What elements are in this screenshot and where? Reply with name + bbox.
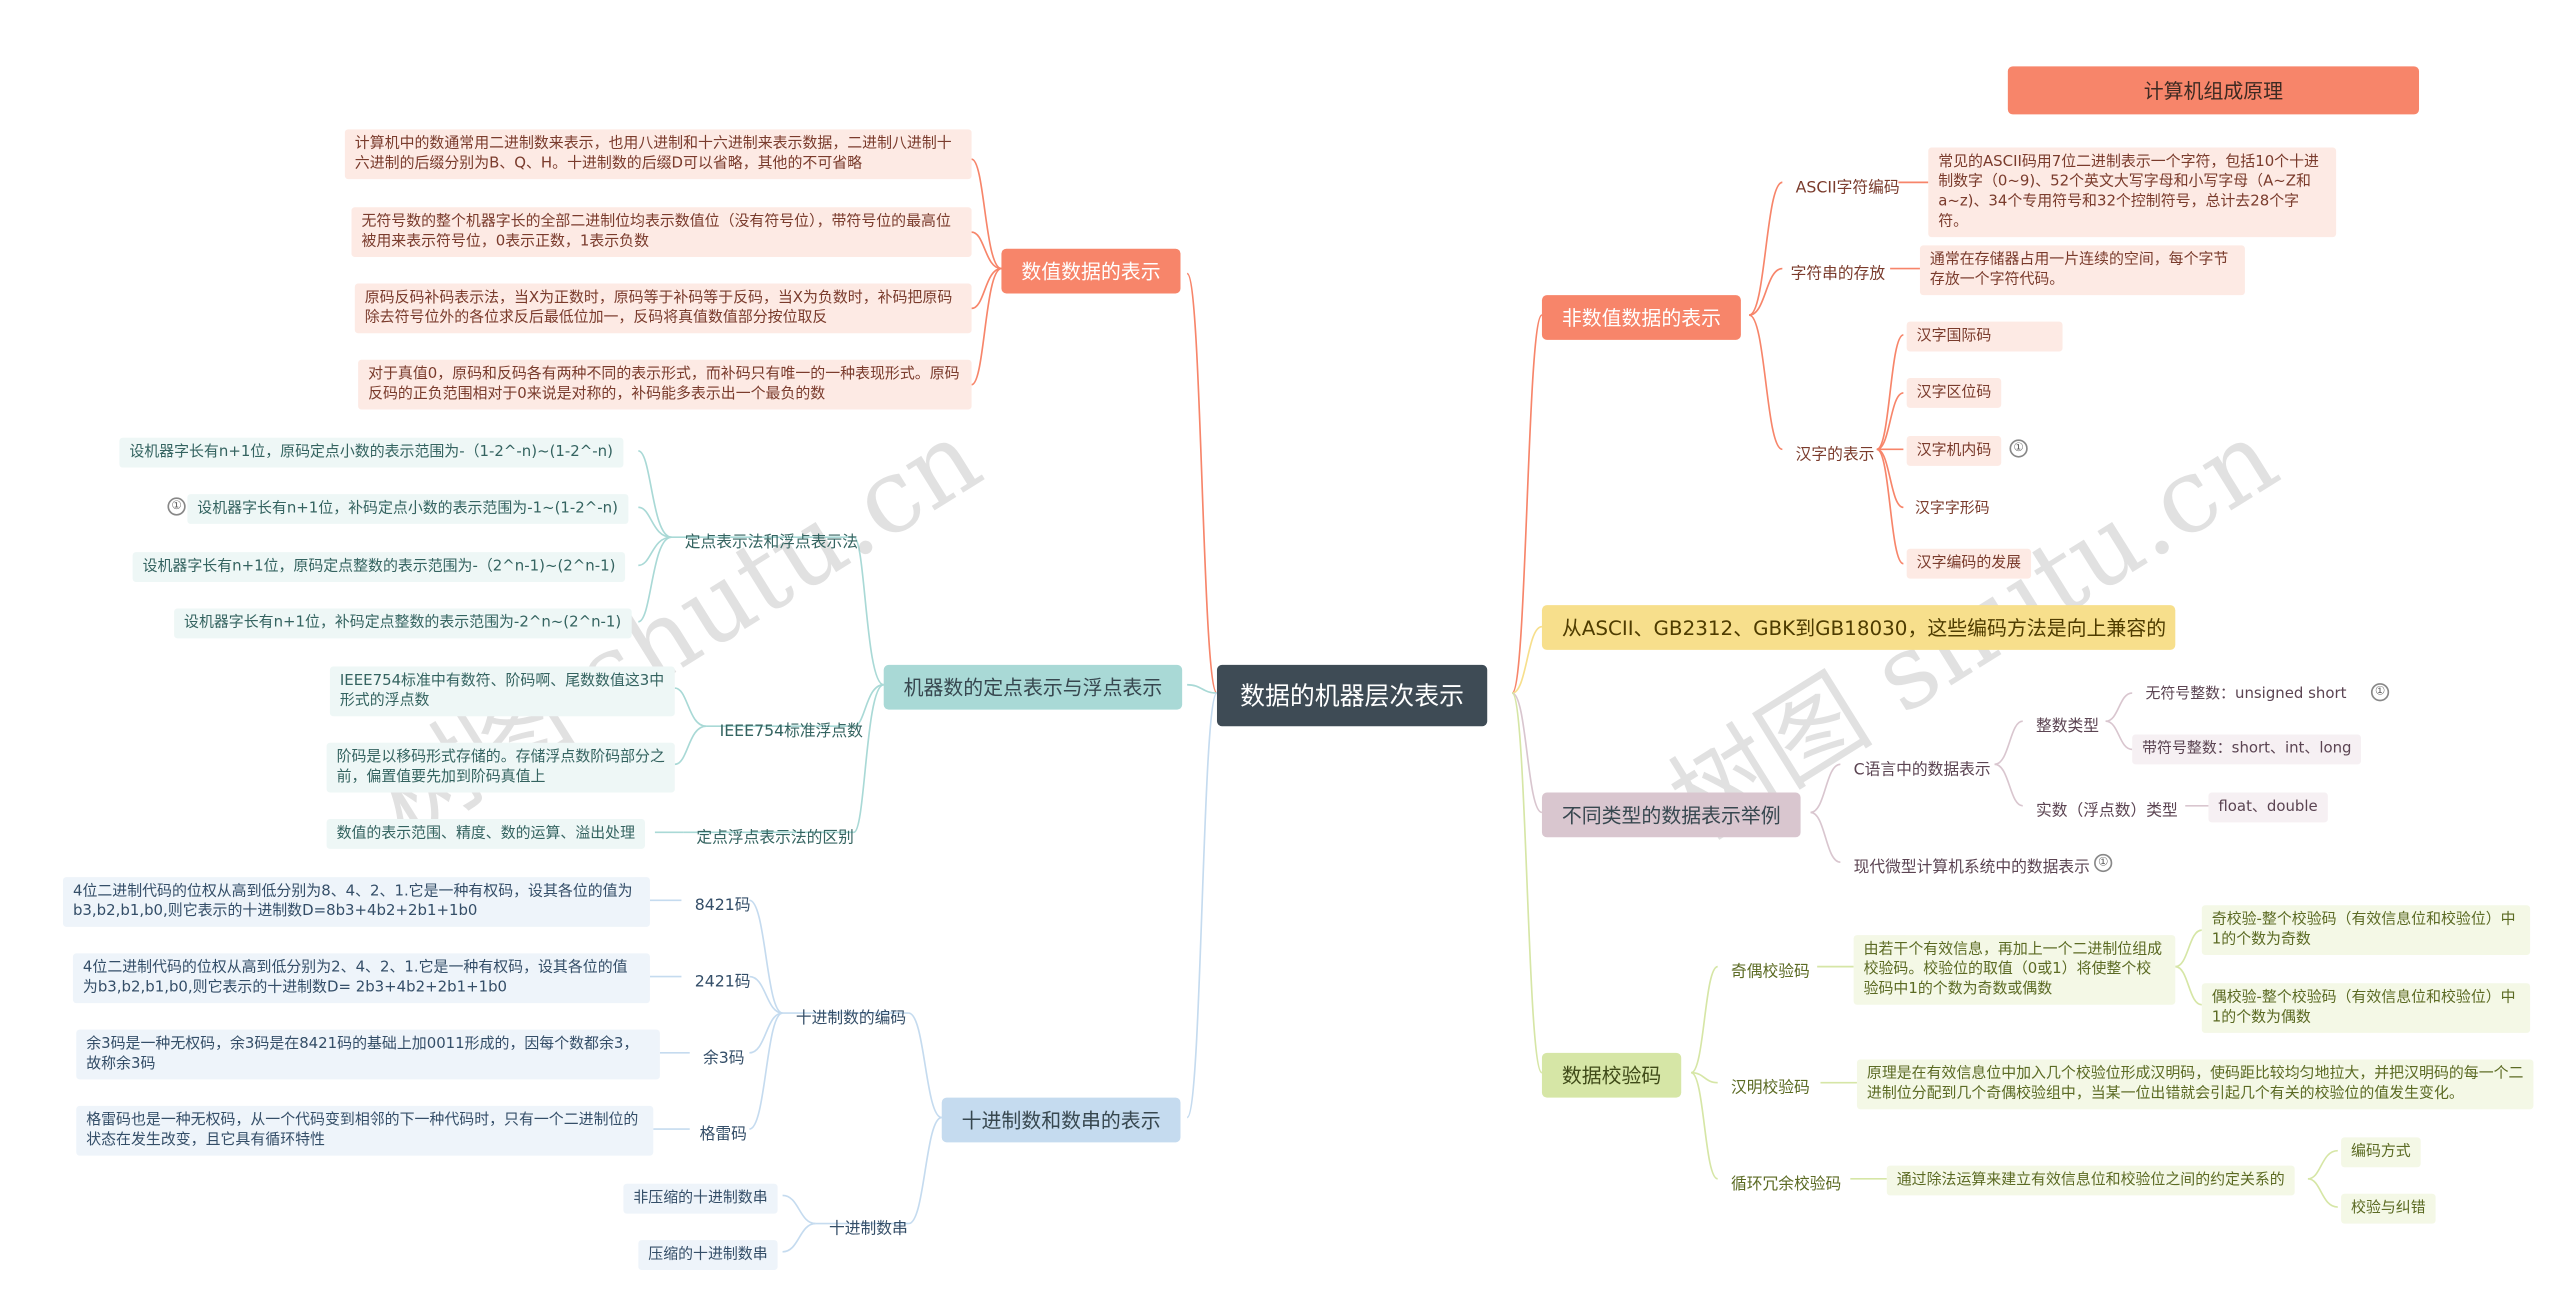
sub-real-types[interactable]: 实数（浮点数）类型 [2036, 802, 2178, 821]
leaf-code-excess3[interactable]: 余3码是一种无权码，余3码是在8421码的基础上加0011形成的，因每个数都余3… [76, 1029, 660, 1080]
leaf-numeric-zero[interactable]: 对于真值0，原码和反码各有两种不同的表示形式，而补码只有唯一的一种表现形式。原码… [358, 359, 972, 410]
topic-fixed-floating[interactable]: 机器数的定点表示与浮点表示 [883, 664, 1183, 710]
leaf-numeric-complement[interactable]: 原码反码补码表示法，当X为正数时，原码等于补码等于反码，当X为负数时，补码把原码… [354, 283, 972, 334]
note-badge-icon[interactable]: ① [167, 497, 186, 516]
leaf-crc-correction[interactable]: 校验与纠错 [2341, 1193, 2436, 1224]
sub-crc-code[interactable]: 循环冗余校验码 [1730, 1175, 1842, 1194]
leaf-float-double[interactable]: float、double [2208, 792, 2328, 823]
topic-check-codes[interactable]: 数据校验码 [1541, 1052, 1682, 1098]
leaf-even-parity[interactable]: 偶校验-整个校验码（有效信息位和校验位）中1的个数为偶数 [2201, 983, 2531, 1033]
leaf-ieee-exponent[interactable]: 阶码是以移码形式存储的。存储浮点数阶码部分之前，偏置值要先加到阶码真值上 [326, 742, 675, 793]
leaf-hamming-desc[interactable]: 原理是在有效信息位中加入几个校验位形成汉明码，使码距比较均匀地拉大，并把汉明码的… [1856, 1059, 2534, 1110]
sub-modern-micro[interactable]: 现代微型计算机系统中的数据表示 [1853, 858, 2090, 878]
leaf-string-storage[interactable]: 通常在存储器占用一片连续的空间，每个字节存放一个字符代码。 [1919, 245, 2245, 296]
sub-c-language[interactable]: C语言中的数据表示 [1853, 761, 1991, 780]
leaf-parity-desc[interactable]: 由若干个有效信息，再加上一个二进制位组成校验码。校验位的取值（0或1）将使整个校… [1853, 935, 2176, 1005]
sub-decimal-strings[interactable]: 十进制数串 [829, 1220, 908, 1239]
leaf-numeric-signed[interactable]: 无符号数的整个机器字长的全部二进制位均表示数值位（没有符号位），带符号位的最高位… [351, 207, 972, 257]
sub-decimal-coding[interactable]: 十进制数的编码 [795, 1009, 907, 1028]
sub-ascii[interactable]: ASCII字符编码 [1795, 179, 1900, 198]
note-badge-icon[interactable]: ① [2370, 683, 2390, 702]
leaf-code-gray[interactable]: 格雷码也是一种无权码，从一个代码变到相邻的下一种代码时，只有一个二进制位的状态在… [76, 1105, 654, 1156]
topic-decimal-strings[interactable]: 十进制数和数串的表示 [941, 1097, 1181, 1143]
sub-hanzi[interactable]: 汉字的表示 [1795, 446, 1875, 465]
leaf-fixed-orig-fraction[interactable]: 设机器字长有n+1位，原码定点小数的表示范围为-（1-2^-n)~(1-2^-n… [119, 437, 623, 468]
topic-data-examples[interactable]: 不同类型的数据表示举例 [1541, 792, 1801, 838]
page-title[interactable]: 计算机组成原理 [2007, 66, 2420, 115]
leaf-signed-int[interactable]: 带符号整数：short、int、long [2132, 734, 2362, 765]
leaf-hanzi-zone[interactable]: 汉字区位码 [1906, 378, 2002, 408]
sub-fixed-float-diff[interactable]: 定点浮点表示法的区别 [696, 829, 854, 848]
sub-ieee754[interactable]: IEEE754标准浮点数 [719, 722, 863, 742]
topic-nonnumeric[interactable]: 非数值数据的表示 [1541, 295, 1741, 340]
topic-encoding-compat[interactable]: 从ASCII、GB2312、GBK到GB18030，这些编码方法是向上兼容的 [1541, 605, 2176, 650]
leaf-numeric-base[interactable]: 计算机中的数通常用二进制数来表示，也用八进制和十六进制来表示数据，二进制八进制十… [344, 129, 972, 180]
sub-code-excess3[interactable]: 余3码 [702, 1049, 745, 1068]
leaf-code-2421[interactable]: 4位二进制代码的位权从高到低分别为2、4、2、1.它是一种有权码，设其各位的值为… [72, 953, 650, 1004]
leaf-hanzi-internal[interactable]: 汉字机内码 [1906, 436, 2002, 466]
leaf-crc-desc[interactable]: 通过除法运算来建立有效信息位和校验位之间的约定关系的 [1886, 1165, 2295, 1196]
leaf-hanzi-evolution[interactable]: 汉字编码的发展 [1906, 548, 2032, 579]
sub-parity-code[interactable]: 奇偶校验码 [1730, 963, 1810, 982]
sub-string-storage[interactable]: 字符串的存放 [1790, 265, 1886, 284]
topic-numeric-representation[interactable]: 数值数据的表示 [1001, 248, 1181, 294]
leaf-code-8421[interactable]: 4位二进制代码的位权从高到低分别为8、4、2、1.它是一种有权码，设其各位的值为… [63, 877, 650, 927]
leaf-fixed-orig-integer[interactable]: 设机器字长有n+1位，原码定点整数的表示范围为-（2^n-1)~(2^n-1) [132, 552, 626, 582]
leaf-crc-encoding[interactable]: 编码方式 [2341, 1137, 2421, 1168]
leaf-fixed-comp-fraction[interactable]: 设机器字长有n+1位，补码定点小数的表示范围为-1~(1-2^-n) [187, 494, 628, 524]
leaf-odd-parity[interactable]: 奇校验-整个校验码（有效信息位和校验位）中1的个数为奇数 [2201, 905, 2531, 956]
leaf-ascii[interactable]: 常见的ASCII码用7位二进制表示一个字符，包括10个十进制数字（0~9)、52… [1928, 147, 2337, 238]
leaf-unsigned-int[interactable]: 无符号整数：unsigned short [2145, 686, 2347, 703]
note-badge-icon[interactable]: ① [2094, 853, 2113, 873]
leaf-packed-strings[interactable]: 压缩的十进制数串 [638, 1240, 778, 1271]
leaf-diff-aspects[interactable]: 数值的表示范围、精度、数的运算、溢出处理 [326, 819, 645, 849]
sub-fixed-float-methods[interactable]: 定点表示法和浮点表示法 [684, 533, 859, 553]
leaf-hanzi-national[interactable]: 汉字国际码 [1906, 321, 2063, 352]
center-topic[interactable]: 数据的机器层次表示 [1216, 664, 1488, 727]
leaf-ieee-forms[interactable]: IEEE754标准中有数符、阶码啊、尾数数值这3中形式的浮点数 [329, 666, 675, 717]
sub-code-gray[interactable]: 格雷码 [699, 1125, 747, 1145]
leaf-unpacked-strings[interactable]: 非压缩的十进制数串 [623, 1183, 778, 1214]
sub-code-8421[interactable]: 8421码 [694, 896, 751, 916]
sub-integer-types[interactable]: 整数类型 [2036, 717, 2100, 737]
sub-code-2421[interactable]: 2421码 [694, 973, 751, 992]
leaf-hanzi-glyph[interactable]: 汉字字形码 [1914, 500, 1990, 518]
leaf-fixed-comp-integer[interactable]: 设机器字长有n+1位，补码定点整数的表示范围为-2^n~(2^n-1) [174, 608, 632, 639]
sub-hamming-code[interactable]: 汉明校验码 [1730, 1079, 1810, 1098]
note-badge-icon[interactable]: ① [2009, 439, 2028, 458]
